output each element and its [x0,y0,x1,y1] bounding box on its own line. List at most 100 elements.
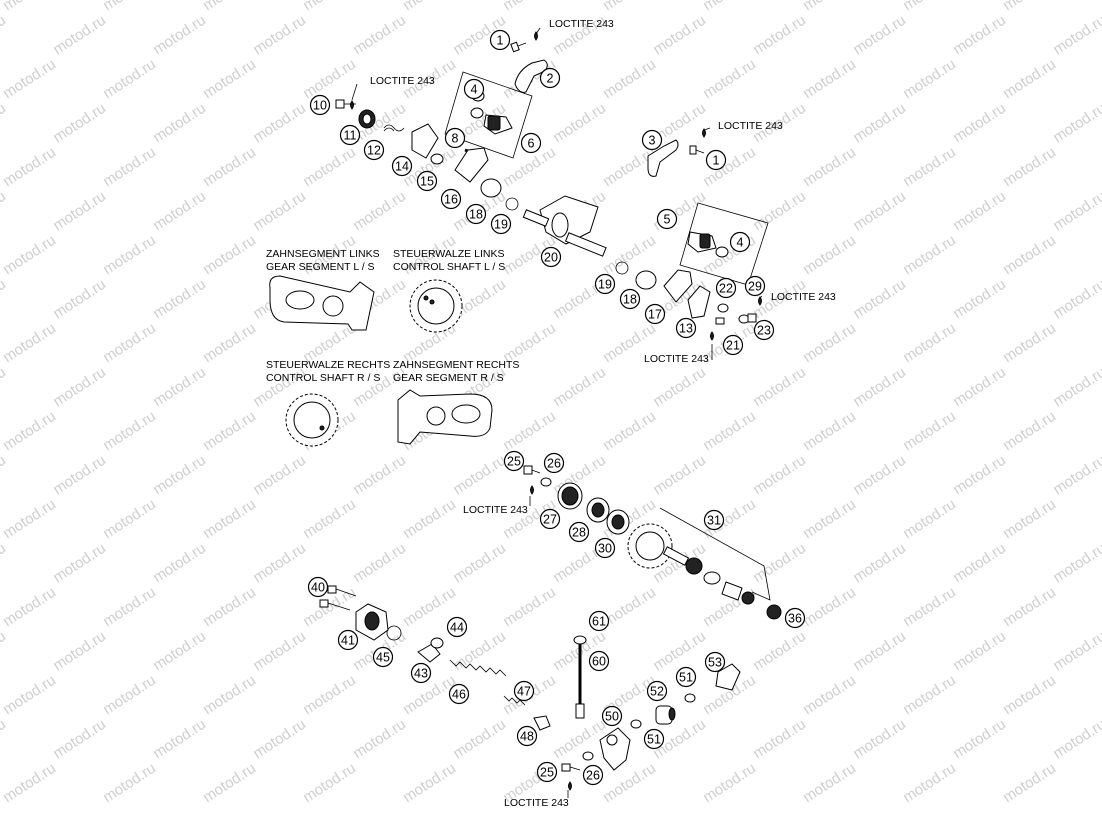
callout-61: 61 [588,610,610,632]
loctite-drop-icon [350,100,354,110]
callout-12: 12 [363,139,385,161]
callout-number: 20 [544,251,558,265]
part-18-bushing [480,178,502,198]
top-shift-assembly [335,31,769,341]
callout-53: 53 [704,651,726,673]
callout-17: 17 [644,303,666,325]
part-23-screw [747,313,757,323]
callout-25: 25 [503,450,525,472]
part-17-segment [663,269,693,303]
leader-lines [351,27,763,798]
callout-6: 6 [520,132,542,154]
callout-28: 28 [568,521,590,543]
gear-segment-left-title-en: GEAR SEGMENT L / S [266,261,375,273]
callout-21: 21 [722,334,744,356]
callout-45: 45 [372,646,394,668]
callout-number: 19 [494,218,508,232]
loctite-drop-icon [530,485,534,495]
callout-20: 20 [540,246,562,268]
callout-number: 31 [707,514,721,528]
loctite-drop-icon [568,781,572,791]
part-26-washer [540,477,552,487]
callout-14: 14 [391,155,413,177]
callout-number: 41 [341,634,355,648]
callout-number: 5 [664,213,671,227]
loctite-drop-icon [702,128,706,138]
part-19-ring-right [615,261,629,275]
callout-47: 47 [513,680,535,702]
callout-number: 18 [623,293,637,307]
part-21-pin [710,317,725,341]
loctite-drop-icon [758,296,762,306]
part-41-housing [355,603,389,641]
callout-number: 13 [679,322,693,336]
callout-40: 40 [307,576,329,598]
loctite-drop-icon [534,31,538,41]
callout-22: 22 [715,277,737,299]
part-number-callouts: 1246101112148151618193154202922231918171… [307,29,806,786]
callout-number: 4 [737,236,744,250]
callout-60: 60 [588,650,610,672]
callout-number: 21 [726,339,740,353]
callout-number: 10 [313,99,327,113]
part-18-bushing-right [635,270,657,290]
part-43-plug [417,637,444,663]
callout-15: 15 [416,170,438,192]
callout-26: 26 [582,764,604,786]
part-gear-segment [454,147,489,183]
gear-segment-right-title-de: ZAHNSEGMENT RECHTS [393,359,519,371]
callout-number: 8 [452,132,459,146]
part-52-bushing [655,705,676,725]
callout-number: 1 [497,34,504,48]
callout-number: 14 [395,160,409,174]
callout-number: 47 [517,685,531,699]
callout-18: 18 [619,288,641,310]
callout-number: 43 [414,667,428,681]
part-20-control-shaft [522,195,607,257]
gear-segment-right-detail [397,389,493,445]
callout-number: 12 [367,144,381,158]
part-13-plate [687,285,711,319]
callout-number: 60 [592,655,606,669]
callout-number: 45 [376,651,390,665]
gear-segment-right-title-en: GEAR SEGMENT R / S [393,372,504,384]
callout-number: 50 [605,710,619,724]
text-labels: LOCTITE 243 LOCTITE 243 LOCTITE 243 LOCT… [266,18,836,809]
loctite-label: LOCTITE 243 [644,353,709,365]
part-5-actuator [687,231,729,258]
callout-41: 41 [337,629,359,651]
callout-11: 11 [339,124,361,146]
part-27-bearing [557,482,583,510]
part-28-bearing [586,497,610,523]
loctite-label: LOCTITE 243 [504,797,569,809]
loctite-label: LOCTITE 243 [463,504,528,516]
callout-51: 51 [643,728,665,750]
callout-number: 26 [586,769,600,783]
callout-18: 18 [465,203,487,225]
callout-number: 18 [469,208,483,222]
part-53-lever [715,663,741,691]
part-48-nut [533,715,551,731]
callout-27: 27 [539,508,561,530]
part-40-screws [319,585,357,611]
callout-25: 25 [536,761,558,783]
callout-3: 3 [641,129,663,151]
callout-number: 23 [757,324,771,338]
loctite-label: LOCTITE 243 [549,18,614,30]
callout-number: 6 [528,137,535,151]
callout-number: 19 [598,278,612,292]
control-shaft-left-detail [409,279,463,333]
part-51-washer-lower [630,719,642,729]
callout-13: 13 [675,317,697,339]
callout-43: 43 [410,662,432,684]
part-10-screw [335,99,356,109]
callout-31: 31 [703,509,725,531]
callout-46: 46 [448,683,470,705]
bottom-kickstart-assembly [319,585,741,791]
callout-number: 11 [344,129,357,143]
part-26-washer-bottom [582,751,594,761]
callout-number: 51 [647,733,661,747]
callout-number: 25 [507,455,521,469]
loctite-label: LOCTITE 243 [718,120,783,132]
